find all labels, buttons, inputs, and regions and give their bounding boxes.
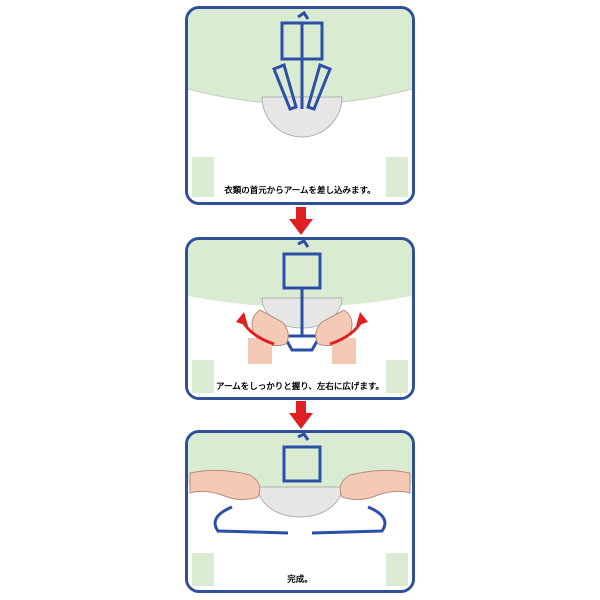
step-2-panel: アームをしっかりと握り、左右に広げます。	[185, 237, 415, 400]
hanger	[213, 433, 387, 535]
garment-right-edge	[386, 553, 408, 586]
hanger	[272, 10, 332, 111]
arrow-left-head-icon	[236, 312, 248, 326]
left-hand	[189, 469, 261, 501]
hanger	[281, 240, 323, 352]
garment-left-edge	[192, 360, 214, 393]
down-arrow-icon	[289, 207, 313, 235]
step-3-caption: 完成。	[287, 575, 313, 585]
garment-right-edge	[386, 157, 408, 197]
step-1-illustration: 衣類の首元からアームを差し込みます。	[188, 9, 412, 202]
garment-left-edge	[192, 553, 214, 586]
step-3-panel: 完成。	[185, 430, 415, 593]
right-hand	[339, 469, 411, 501]
garment-right-edge	[386, 360, 408, 393]
garment-left-edge	[192, 157, 214, 197]
hanger-dial	[257, 486, 343, 518]
garment	[188, 485, 412, 590]
step-2-caption: アームをしっかりと握り、左右に広げます。	[215, 382, 385, 392]
step-1-caption: 衣類の首元からアームを差し込みます。	[224, 185, 375, 196]
garment	[188, 89, 412, 202]
step-1-panel: 衣類の首元からアームを差し込みます。	[185, 6, 415, 205]
step-3-illustration	[188, 433, 412, 590]
hanger-dial	[261, 96, 343, 138]
step-2-illustration	[188, 240, 412, 397]
arrow-right-head-icon	[356, 312, 368, 326]
down-arrow-icon	[289, 401, 313, 429]
